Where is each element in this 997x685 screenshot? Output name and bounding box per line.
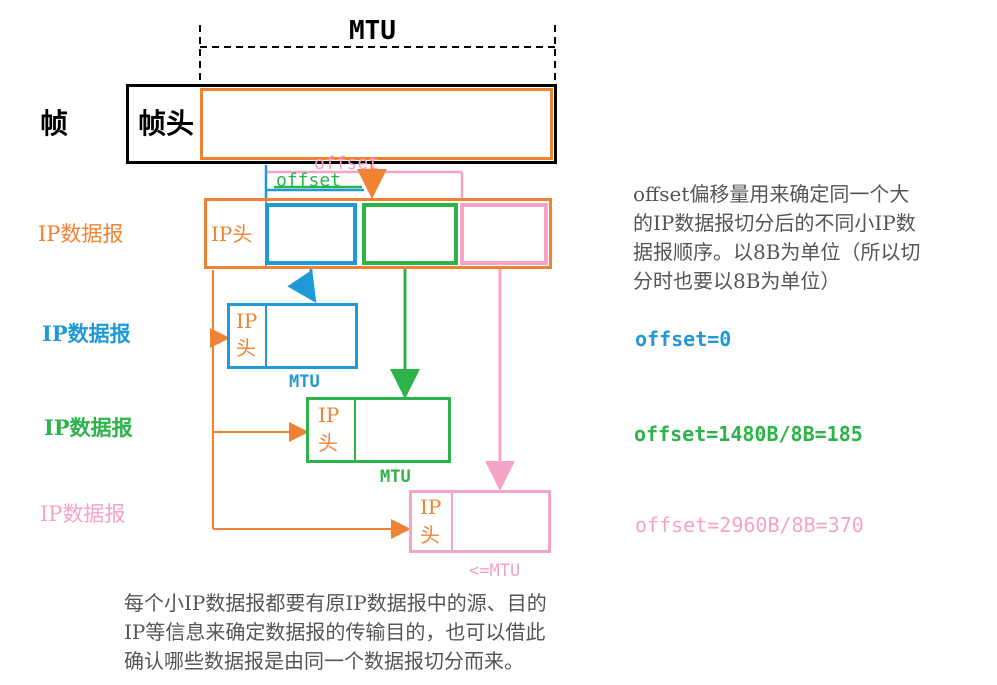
fragment-2-label: IP数据报	[44, 415, 133, 440]
fragment-2-box	[306, 397, 451, 463]
offset-label-pink: offset	[314, 153, 380, 174]
fragment-3-header-tou: 头	[420, 523, 440, 547]
frame-label: 帧	[40, 107, 69, 140]
bottom-note-line: 确认哪些数据报是由同一个数据报切分而来。	[124, 649, 524, 673]
ip-segment-green	[362, 203, 458, 265]
fragment-3-offset: offset=2960B/8B=370	[635, 513, 864, 537]
bottom-note-line: IP等信息来确定数据报的传输目的，也可以借此	[124, 620, 546, 644]
fragment-1-offset: offset=0	[635, 327, 732, 351]
fragment-3-box	[409, 490, 551, 553]
fragment-3-header-ip: IP	[420, 495, 442, 519]
ip-segment-pink	[460, 203, 548, 265]
explanation-line: offset偏移量用来确定同一个大	[633, 182, 910, 206]
ip-header-label: IP头	[211, 222, 253, 246]
mtu-label-top: MTU	[349, 16, 396, 46]
mtu-bracket	[199, 25, 556, 87]
fragment-3-label: IP数据报	[40, 502, 126, 526]
ip-segment-blue	[265, 203, 357, 265]
fragment-2-header-ip: IP	[318, 403, 340, 427]
explanation-line: 据报顺序。以8B为单位（所以切	[633, 240, 921, 264]
fragment-2-mtu: MTU	[380, 467, 411, 487]
fragment-3-header-cell	[409, 490, 453, 553]
ip-datagram-label: IP数据报	[38, 222, 124, 246]
fragment-arrow-blue	[287, 268, 317, 303]
header-feed-lines	[210, 270, 411, 539]
bottom-note: 每个小IP数据报都要有原IP数据报中的源、目的 IP等信息来确定数据报的传输目的…	[124, 589, 547, 676]
explanation-line: 分时也要以8B为单位）	[633, 269, 841, 293]
ip-datagram-box	[204, 198, 552, 269]
frame-payload-box	[200, 88, 553, 160]
fragment-3-mtu: <=MTU	[469, 561, 521, 581]
fragment-2-header-cell	[306, 397, 356, 463]
fragment-1-mtu: MTU	[289, 372, 320, 392]
fragment-2-offset: offset=1480B/8B=185	[634, 422, 863, 446]
fragment-1-header-cell	[227, 303, 267, 369]
offset-label-green: offset	[276, 170, 342, 191]
frame-header-label: 帧头	[138, 107, 195, 140]
fragment-1-box	[227, 303, 358, 369]
fragment-1-label: IP数据报	[42, 321, 131, 346]
fragment-1-header-ip: IP	[236, 309, 258, 333]
offset-explanation: offset偏移量用来确定同一个大 的IP数据报切分后的不同小IP数 据报顺序。…	[633, 180, 920, 296]
frame-box	[126, 84, 557, 164]
explanation-line: 的IP数据报切分后的不同小IP数	[633, 211, 916, 235]
fragment-1-header-tou: 头	[236, 336, 256, 360]
bottom-note-line: 每个小IP数据报都要有原IP数据报中的源、目的	[124, 591, 547, 615]
fragment-2-header-tou: 头	[318, 431, 338, 455]
offset-bracket-blue	[264, 165, 364, 200]
